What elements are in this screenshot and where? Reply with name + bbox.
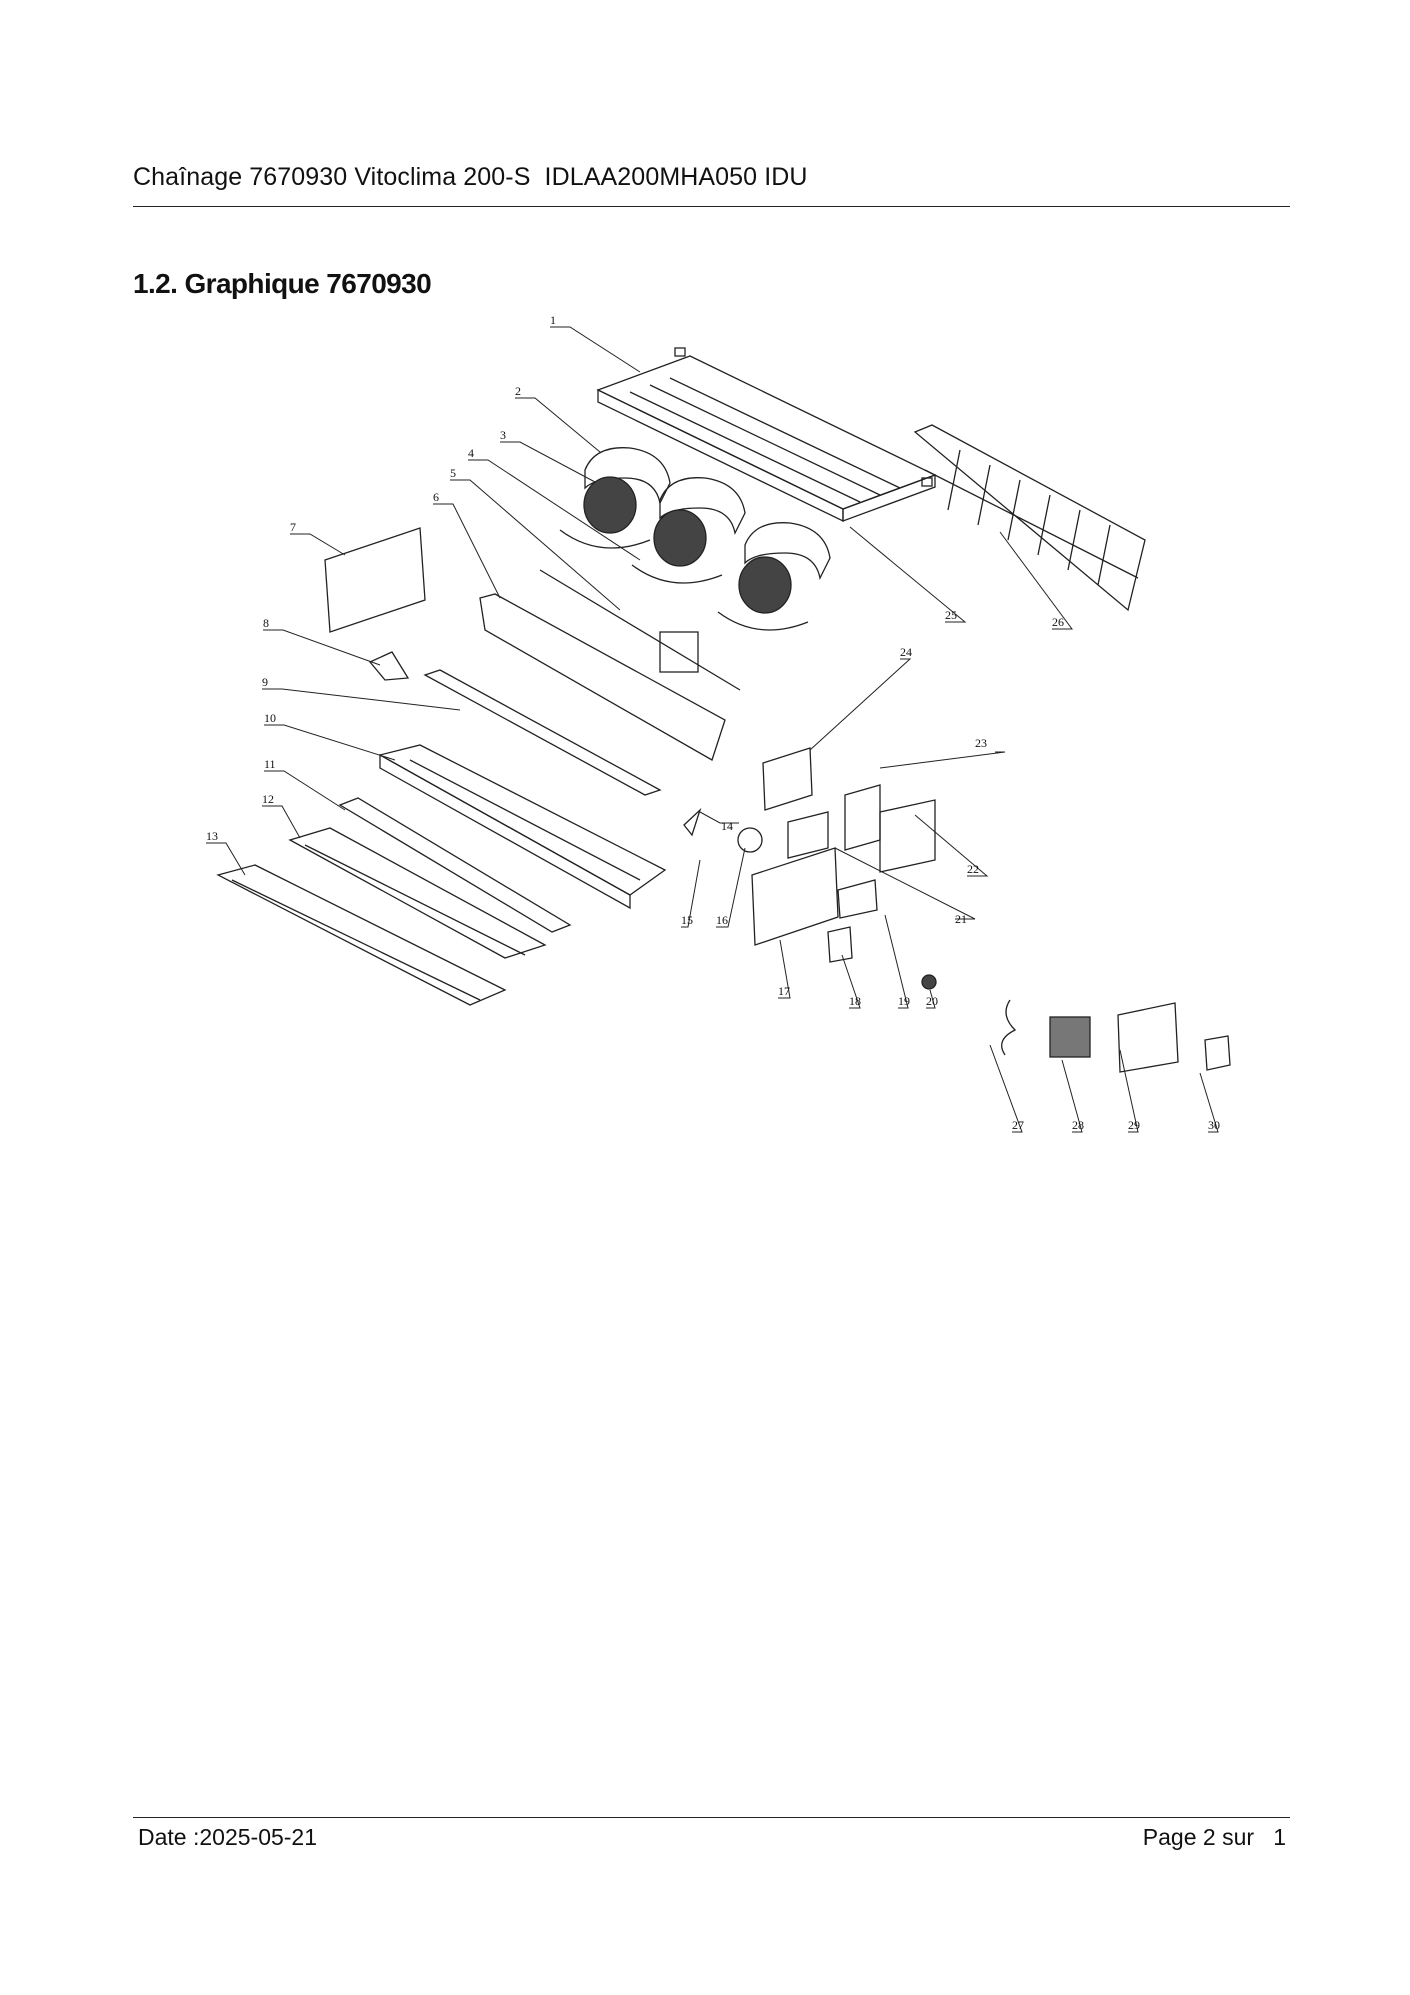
callout-30: 30 (1208, 1118, 1220, 1132)
callout-10: 10 (264, 711, 276, 725)
callout-12: 12 (262, 792, 274, 806)
callout-18: 18 (849, 994, 861, 1008)
callout-22: 22 (967, 862, 979, 876)
part-heat-exchanger (378, 669, 667, 910)
part-shaft-motor (539, 569, 741, 691)
callout-4: 4 (468, 446, 474, 460)
callout-29: 29 (1128, 1118, 1140, 1132)
callout-5: 5 (450, 466, 456, 480)
page-total: 1 (1273, 1824, 1286, 1850)
footer-page-number: Page 2 sur 1 (1143, 1824, 1286, 1851)
callout-16: 16 (716, 913, 728, 927)
callout-9: 9 (262, 675, 268, 689)
callout-26: 26 (1052, 615, 1064, 629)
callout-17: 17 (778, 984, 790, 998)
callout-24: 24 (900, 645, 912, 659)
callout-7: 7 (290, 520, 296, 534)
callout-25: 25 (945, 608, 957, 622)
callout-6: 6 (433, 490, 439, 504)
callout-27: 27 (1012, 1118, 1024, 1132)
part-blower-housings (559, 447, 831, 631)
part-top-panel (596, 347, 937, 523)
part-electrical-box (683, 747, 1231, 1073)
callout-23: 23 (975, 736, 987, 750)
callout-21: 21 (955, 912, 967, 926)
callout-11: 11 (264, 757, 276, 771)
callout-14: 14 (721, 819, 733, 833)
part-support-panel (479, 593, 726, 761)
callout-28: 28 (1072, 1118, 1084, 1132)
callout-20: 20 (926, 994, 938, 1008)
callout-8: 8 (263, 616, 269, 630)
header-divider (133, 206, 1290, 207)
footer-divider (133, 1817, 1290, 1818)
callout-1: 1 (550, 313, 556, 327)
part-side-plate (324, 527, 426, 633)
footer-date: Date :2025-05-21 (138, 1824, 318, 1850)
page-label: Page 2 sur (1142, 1824, 1255, 1850)
part-base-panels (216, 797, 572, 1006)
callout-15: 15 (681, 913, 693, 927)
callout-2: 2 (515, 384, 521, 398)
callout-13: 13 (206, 829, 218, 843)
callout-19: 19 (898, 994, 910, 1008)
page-header-title: Chaînage 7670930 Vitoclima 200-S IDLAA20… (133, 163, 808, 191)
part-bracket (368, 651, 410, 681)
callout-3: 3 (500, 428, 506, 442)
part-filter-grille (913, 424, 1146, 612)
section-title: 1.2. Graphique 7670930 (133, 268, 432, 299)
